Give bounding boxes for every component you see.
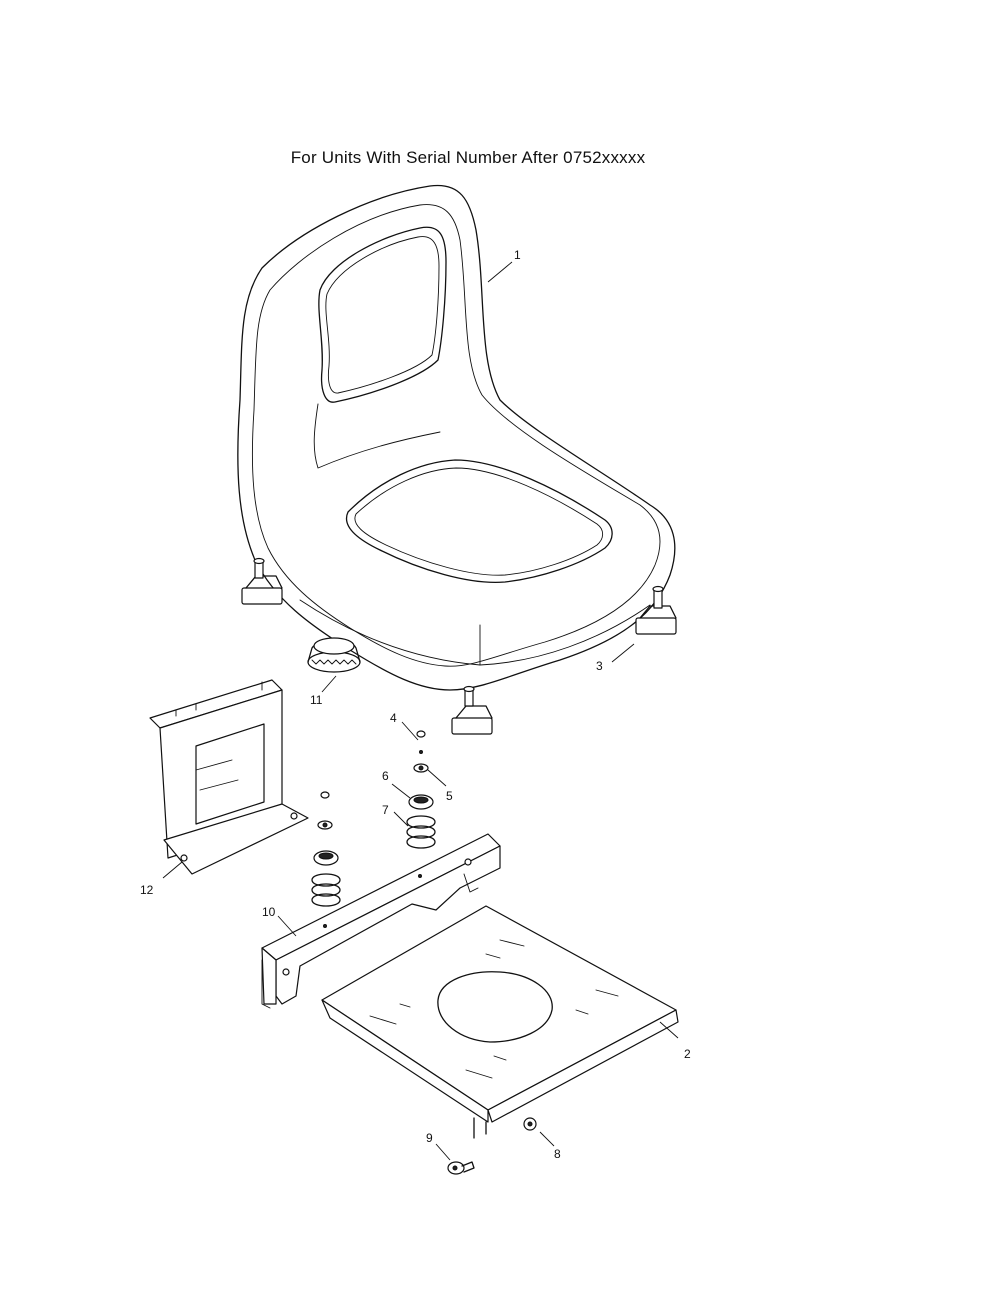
seat-bracket <box>149 679 309 875</box>
spring <box>406 815 436 849</box>
seat-mount-stud-front <box>451 685 493 735</box>
part-label-5: 5 <box>446 789 453 803</box>
bolt-right <box>523 1117 537 1131</box>
small-nut <box>416 730 426 754</box>
bolt-left <box>447 1161 475 1175</box>
part-label-7: 7 <box>382 803 389 817</box>
part-label-11: 11 <box>310 693 323 707</box>
spring-cap <box>408 794 434 810</box>
part-labels: 1 2 3 4 5 6 7 8 9 10 11 12 <box>140 248 691 1161</box>
seat-pan <box>321 905 679 1139</box>
part-label-12: 12 <box>140 883 154 897</box>
part-label-1: 1 <box>514 248 521 262</box>
part-label-4: 4 <box>390 711 397 725</box>
page-title: For Units With Serial Number After 0752x… <box>290 148 646 167</box>
part-label-8: 8 <box>554 1147 561 1161</box>
part-label-9: 9 <box>426 1131 433 1145</box>
slide-rail <box>261 833 501 1009</box>
leader-lines <box>162 261 679 1161</box>
hardware-stack-left <box>311 791 341 907</box>
seat-mount-stud <box>635 585 677 635</box>
seat <box>237 184 676 691</box>
part-label-2: 2 <box>684 1047 691 1061</box>
part-label-10: 10 <box>262 905 276 919</box>
seat-mount-stud-left <box>241 557 283 605</box>
washer <box>413 763 429 773</box>
part-label-3: 3 <box>596 659 603 673</box>
part-label-6: 6 <box>382 769 389 783</box>
seat-switch <box>307 637 361 673</box>
